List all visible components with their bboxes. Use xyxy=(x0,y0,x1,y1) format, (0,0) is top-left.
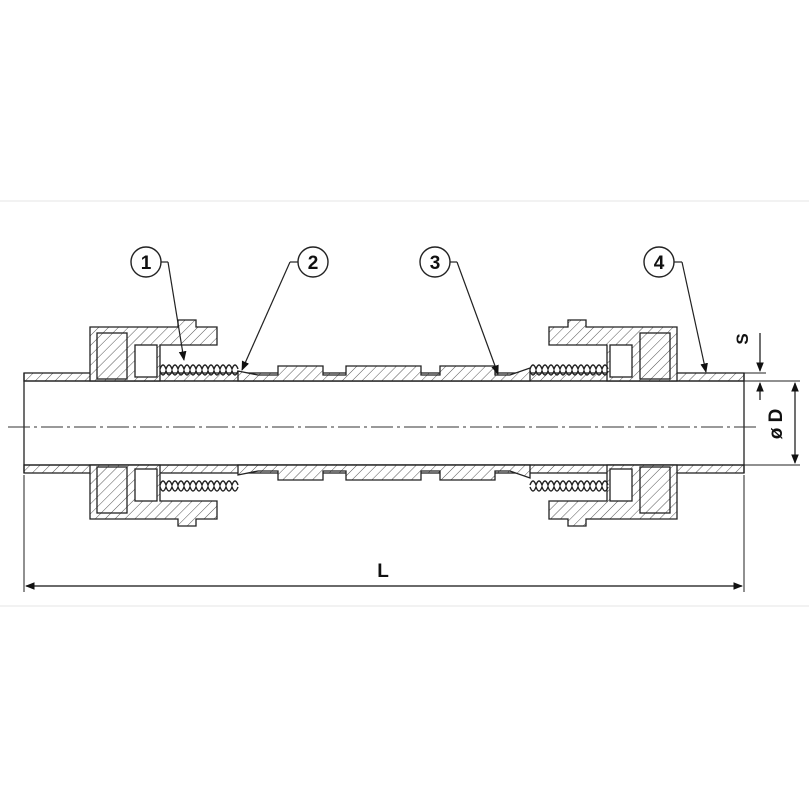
right-ring-bottom-inner xyxy=(609,468,633,502)
hose-corrugation xyxy=(529,480,609,487)
left-ring-bottom-inner xyxy=(134,468,158,502)
coupling-section xyxy=(23,319,745,527)
right-ring-top xyxy=(639,332,671,380)
left-ring-top xyxy=(96,332,128,380)
center-body-bottom xyxy=(237,464,531,481)
hose-corrugation xyxy=(529,364,609,371)
callout-number: 1 xyxy=(141,253,152,274)
callout-number: 3 xyxy=(430,253,441,274)
callout-4: 4 xyxy=(643,246,708,373)
center-body-top xyxy=(237,365,531,382)
diameter-label: ø D xyxy=(766,409,787,440)
hose-corrugation xyxy=(159,364,239,371)
hose-corrugation xyxy=(159,485,239,492)
callout-2: 2 xyxy=(241,246,329,371)
length-label: L xyxy=(377,561,389,582)
callout-1: 1 xyxy=(130,246,187,361)
corrugated-hoses xyxy=(159,364,609,492)
callout-number: 2 xyxy=(308,253,319,274)
pipe-bore xyxy=(23,373,745,473)
hose-corrugation xyxy=(159,480,239,487)
left-ring-top-inner xyxy=(134,344,158,378)
hose-corrugation xyxy=(159,369,239,376)
hose-corrugation xyxy=(529,485,609,492)
callout-number: 4 xyxy=(654,253,665,274)
hose-corrugation xyxy=(529,369,609,376)
right-ring-top-inner xyxy=(609,344,633,378)
right-ring-bottom xyxy=(639,466,671,514)
callout-3: 3 xyxy=(419,246,499,375)
wall-label: S xyxy=(733,333,752,344)
left-ring-bottom xyxy=(96,466,128,514)
